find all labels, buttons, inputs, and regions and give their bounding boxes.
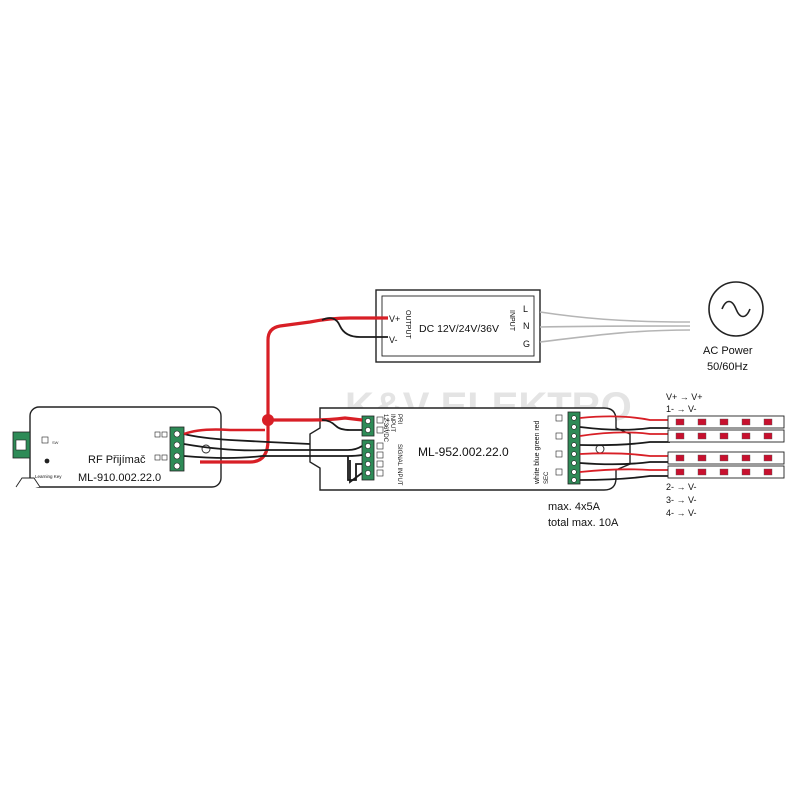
amp-plus-in: +: [386, 418, 390, 425]
led-chip: [719, 432, 729, 440]
led-chip: [697, 432, 707, 440]
amp-minus-in: −: [386, 428, 390, 435]
psu-vplus-label: V+: [389, 314, 400, 324]
note-bottom4: 4- → V-: [666, 508, 697, 518]
note-top2: 1- → V-: [666, 404, 697, 414]
led-chip: [697, 454, 707, 462]
amp-sec: SEC: [544, 471, 550, 484]
led-chip: [741, 418, 751, 426]
amp-signal-input: SIGNAL INPUT: [396, 444, 402, 486]
amp-model: ML-952.002.22.0: [418, 445, 509, 459]
led-chip: [763, 468, 773, 476]
led-strips: [667, 415, 785, 479]
learning-key-button: [44, 458, 50, 464]
psu-l-label: L: [523, 304, 528, 314]
note-top1: V+ → V+: [666, 392, 703, 402]
psu-n-label: N: [523, 321, 530, 331]
psu-output-label: OUTPUT: [404, 310, 411, 340]
amplifier: + − PRI INPUT 12-36VDC SIGNAL INPUT ML-9…: [309, 407, 631, 491]
strip-notes: V+ → V+ 1- → V- 2- → V- 3- → V- 4- → V-: [666, 392, 703, 518]
rf-receiver: SW Learning Key RF Přijímač ML-910.002.2…: [12, 406, 222, 488]
led-chip: [741, 468, 751, 476]
led-chip: [763, 432, 773, 440]
ac-power-source: AC Power 50/60Hz: [703, 281, 764, 373]
led-chip: [719, 454, 729, 462]
amp-input-voltage: 12-36VDC: [382, 414, 388, 443]
led-chip: [763, 454, 773, 462]
led-chip: [675, 468, 685, 476]
led-chip: [741, 454, 751, 462]
wire-junction: [262, 414, 274, 426]
led-chip: [675, 418, 685, 426]
led-chip: [697, 418, 707, 426]
limit-line1: max. 4x5A: [548, 501, 601, 513]
ac-input-wires: [539, 311, 691, 343]
led-chip: [675, 454, 685, 462]
note-bottom3: 3- → V-: [666, 495, 697, 505]
led-chip: [719, 418, 729, 426]
rf-model: ML-910.002.22.0: [78, 472, 161, 484]
led-chip: [763, 418, 773, 426]
limit-line2: total max. 10A: [548, 517, 619, 529]
amp-channels: white blue green red: [534, 420, 541, 485]
ac-power-line2: 50/60Hz: [707, 361, 748, 373]
psu-g-label: G: [523, 339, 530, 349]
amp-input: INPUT: [389, 414, 395, 432]
note-bottom2: 2- → V-: [666, 482, 697, 492]
ac-power-line1: AC Power: [703, 345, 753, 357]
led-chip: [741, 432, 751, 440]
rf-small-mark: SW: [52, 440, 59, 445]
wire-signal: [183, 428, 363, 484]
amp-pri: PRI: [396, 414, 402, 424]
psu-dc-label: DC 12V/24V/36V: [419, 323, 499, 335]
rf-name: RF Přijímač: [88, 454, 146, 466]
rf-learning-key: Learning Key: [35, 474, 62, 479]
led-chip: [719, 468, 729, 476]
wire-outputs: [579, 415, 670, 481]
psu-vminus-label: V-: [389, 335, 398, 345]
power-supply: V+ V- OUTPUT DC 12V/24V/36V INPUT L N G: [375, 289, 541, 363]
led-chip: [697, 468, 707, 476]
led-chip: [675, 432, 685, 440]
psu-input-label: INPUT: [508, 310, 515, 332]
wire-black-main: [183, 317, 388, 445]
